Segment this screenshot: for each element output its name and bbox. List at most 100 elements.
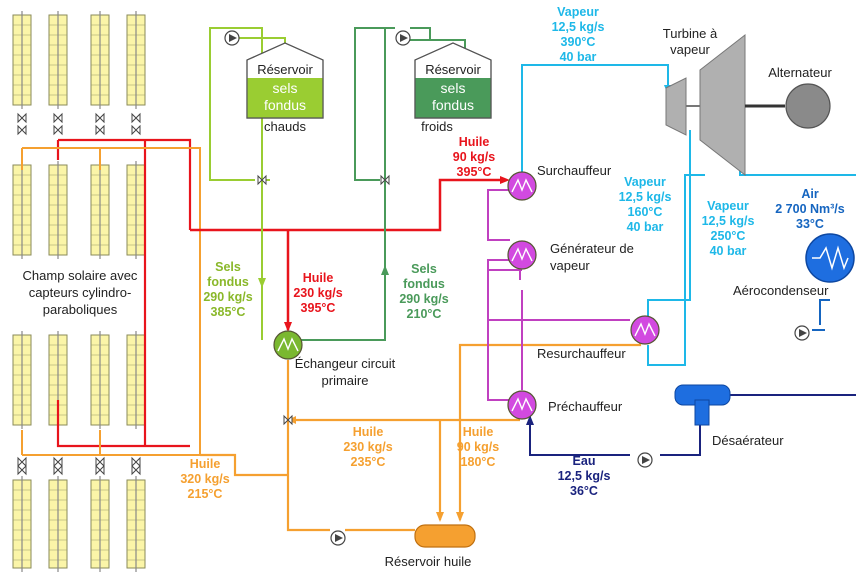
oil-preheater-loop xyxy=(487,259,515,401)
solar-collector xyxy=(48,11,68,109)
cold-salt-arrow xyxy=(381,265,389,275)
water-line xyxy=(529,394,856,456)
valve-icon xyxy=(17,464,27,476)
solar-collector xyxy=(12,476,32,572)
air-condenser xyxy=(805,233,855,283)
water-arrow xyxy=(526,415,534,425)
oil-tank xyxy=(414,524,476,548)
steam-turbine xyxy=(665,33,785,177)
solar-collector xyxy=(126,476,146,572)
valve-icon xyxy=(53,464,63,476)
reheater-label: Resurchauffeur xyxy=(537,346,626,361)
reheater-exchanger xyxy=(630,315,660,345)
solar-collector xyxy=(126,161,146,259)
steam-main xyxy=(521,64,669,172)
valve-icon xyxy=(17,456,27,468)
alternator-label: Alternateur xyxy=(768,65,832,80)
valve-icon xyxy=(283,414,293,426)
deaerator-label: Désaérateur xyxy=(712,433,784,448)
valve-icon xyxy=(17,112,27,124)
valve-icon xyxy=(131,456,141,468)
valve-icon xyxy=(53,124,63,136)
air-line xyxy=(819,299,830,325)
steam-to-condenser xyxy=(739,160,856,176)
pump-icon xyxy=(794,325,810,341)
solar-collector xyxy=(48,476,68,572)
valve-icon xyxy=(131,124,141,136)
pump-icon xyxy=(637,452,653,468)
oil-return-field xyxy=(200,453,288,477)
valve-icon xyxy=(95,456,105,468)
solar-collector xyxy=(126,11,146,109)
hot-tank-label-3: chauds xyxy=(264,119,306,134)
superheater-label: Surchauffeur xyxy=(537,163,612,178)
superheater-exchanger xyxy=(507,171,537,201)
cold-tank-label-3: froids xyxy=(421,119,453,134)
solar-collector xyxy=(90,11,110,109)
valve-icon xyxy=(95,464,105,476)
solar-collector xyxy=(12,331,32,429)
cold-salt-loop xyxy=(300,27,431,341)
steam-reheat-out xyxy=(647,174,705,366)
hot-oil-arrow xyxy=(500,176,510,184)
hot-salt-loop xyxy=(209,27,270,340)
valve-icon xyxy=(17,124,27,136)
steam-reheat-in xyxy=(647,130,691,318)
solar-field xyxy=(12,11,201,572)
hot-tank-label-1: Réservoir xyxy=(257,62,313,77)
hot-oil-header xyxy=(56,138,192,448)
solar-collector xyxy=(90,161,110,259)
hot-oil-arrow-down xyxy=(284,322,292,332)
oil-return-exchanger xyxy=(286,360,415,532)
hot-oil-header-2 xyxy=(56,400,145,448)
pump-icon xyxy=(224,30,240,46)
pump-icon xyxy=(395,30,411,46)
pump-icon xyxy=(330,530,346,546)
cold-oil-header xyxy=(21,147,201,456)
hot-salt-arrow xyxy=(258,278,266,288)
deaerator xyxy=(674,384,731,426)
valve-icon xyxy=(53,456,63,468)
preheater-label: Préchauffeur xyxy=(548,399,623,414)
condenser-label: Aérocondenseur xyxy=(733,283,829,298)
cold-salt-tank xyxy=(414,42,492,119)
valve-icon xyxy=(95,112,105,124)
solar-collector xyxy=(12,161,32,259)
solar-collector xyxy=(90,331,110,429)
steam-generator-exchanger xyxy=(507,240,537,270)
valve-icon xyxy=(257,174,267,186)
valve-icon xyxy=(53,112,63,124)
alternator xyxy=(785,83,831,129)
oil-arrow-2 xyxy=(456,512,464,522)
valve-icon xyxy=(380,174,390,186)
valve-icon xyxy=(131,464,141,476)
valve-icon xyxy=(95,124,105,136)
hot-salt-tank xyxy=(246,42,324,119)
primary-exchanger xyxy=(273,330,303,360)
oil-tank-label: Réservoir huile xyxy=(385,554,472,569)
solar-collector xyxy=(48,161,68,259)
preheater-exchanger xyxy=(507,390,537,420)
solar-collector xyxy=(90,476,110,572)
hot-oil-main-line xyxy=(190,178,505,232)
